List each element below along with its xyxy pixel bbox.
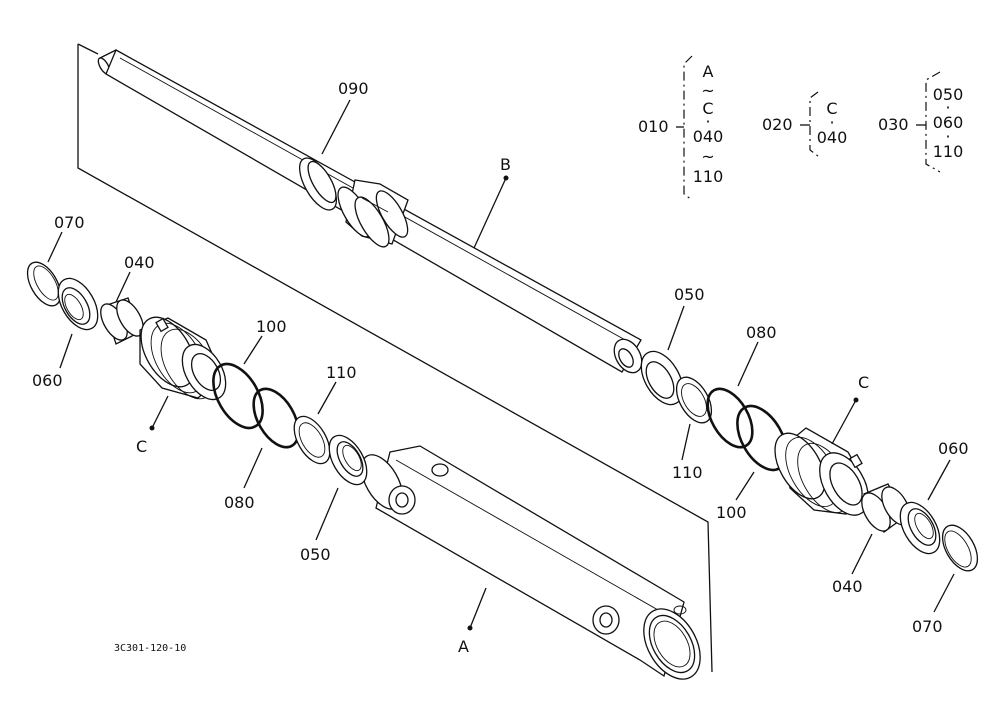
legend-010-line-4: · <box>705 112 710 131</box>
o-ring-080-right <box>706 387 754 449</box>
leader-lines <box>47 99 955 631</box>
callout-080-left: 080 <box>224 493 255 512</box>
drawing-code: 3C301-120-10 <box>114 643 186 654</box>
callout-070-left: 070 <box>54 213 85 232</box>
cylinder-head-left <box>139 316 227 401</box>
ring-090 <box>298 157 338 211</box>
snap-ring-070-right <box>941 524 979 572</box>
legend-020-line-2: · <box>829 113 834 132</box>
legend-code-020: 020 <box>762 115 793 134</box>
legend-010-line-7: 110 <box>693 167 724 186</box>
legend-030-line-5: 110 <box>933 142 964 161</box>
callout-110-right: 110 <box>672 463 703 482</box>
callout-080-right: 080 <box>746 323 777 342</box>
backup-ring-110-right <box>675 376 713 424</box>
legend-030-line-2: · <box>945 98 950 117</box>
assembly-label-a: A <box>458 637 469 656</box>
legend-010-line-6: ~ <box>701 147 714 166</box>
callout-060-right: 060 <box>938 439 969 458</box>
assembly-label-b: B <box>500 155 511 174</box>
seal-050-left <box>328 434 368 486</box>
callout-050-left: 050 <box>300 545 331 564</box>
legend-030: 030 050 · 060 · 110 <box>878 71 964 173</box>
callout-070-right: 070 <box>912 617 943 636</box>
cylinder-tube <box>360 445 701 680</box>
snap-ring-070-left <box>26 261 62 307</box>
callout-090: 090 <box>338 79 369 98</box>
piston-rod <box>97 49 643 374</box>
callout-060-left: 060 <box>32 371 63 390</box>
legend-020-line-3: 040 <box>817 128 848 147</box>
callout-040-right: 040 <box>832 577 863 596</box>
callout-110-left: 110 <box>326 363 357 382</box>
wiper-060-right <box>899 501 941 555</box>
seal-050-right <box>640 350 684 406</box>
legend-010-line-3: C <box>702 99 713 118</box>
callout-100-left: 100 <box>256 317 287 336</box>
o-ring-080-left <box>252 387 300 449</box>
callout-100-right: 100 <box>716 503 747 522</box>
legend-020: 020 C · 040 <box>762 91 848 157</box>
legend-code-010: 010 <box>638 117 669 136</box>
assembly-label-c-left: C <box>136 437 147 456</box>
legend-020-line-1: C <box>826 99 837 118</box>
cylinder-head-right <box>774 427 869 516</box>
backup-ring-110-left <box>293 415 331 465</box>
callout-040-left: 040 <box>124 253 155 272</box>
callout-050-right: 050 <box>674 285 705 304</box>
assembly-frame <box>77 44 713 673</box>
legend-030-line-1: 050 <box>933 85 964 104</box>
wiper-060-left <box>57 277 99 331</box>
legend-code-030: 030 <box>878 115 909 134</box>
legend-030-line-4: · <box>945 127 950 146</box>
o-ring-100-left <box>212 362 264 430</box>
legend-030-line-3: 060 <box>933 113 964 132</box>
legend-010: 010 A ~ C · 040 ~ 110 <box>638 55 724 201</box>
assembly-label-c-right: C <box>858 373 869 392</box>
legend-010-line-1: A <box>703 62 714 81</box>
legend-010-line-5: 040 <box>693 127 724 146</box>
legend-010-line-2: ~ <box>701 81 714 100</box>
